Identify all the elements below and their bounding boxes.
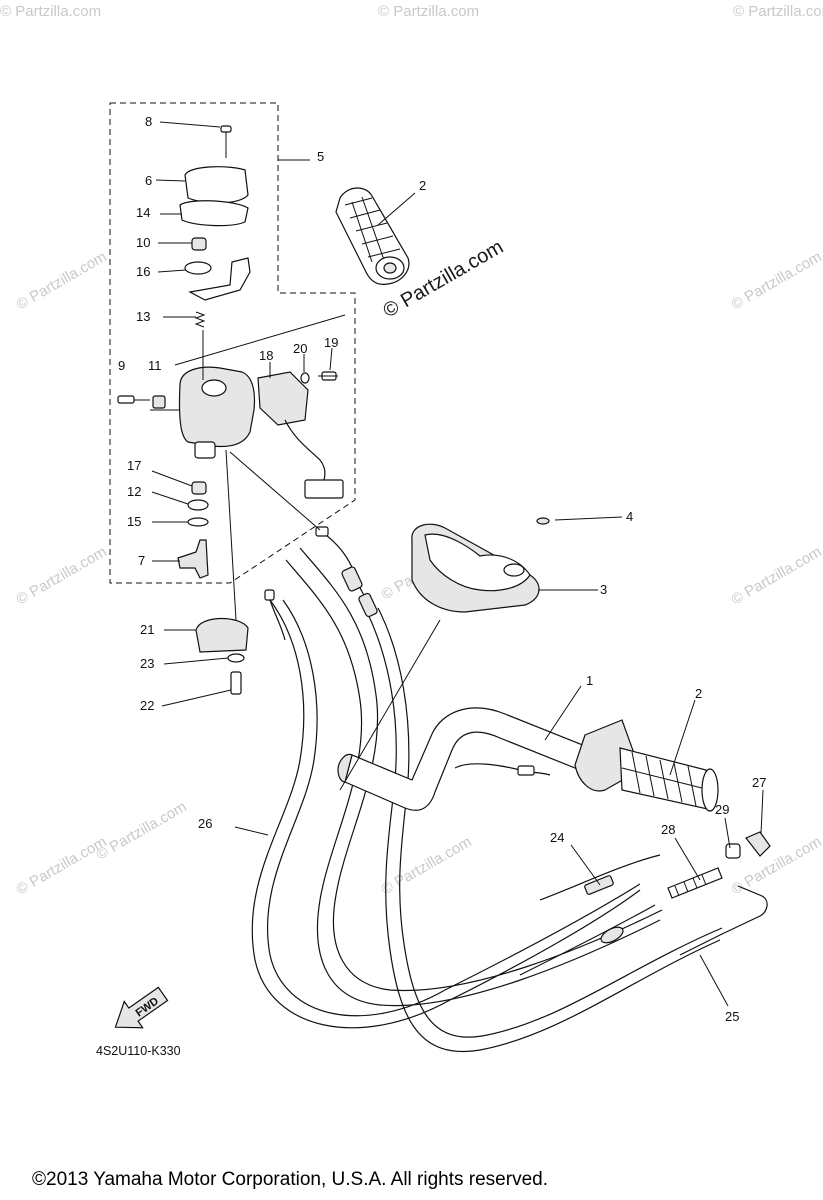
part-label: 19 xyxy=(324,335,338,350)
part-label: 10 xyxy=(136,235,150,250)
part-code: 4S2U110-K330 xyxy=(96,1044,181,1058)
watermark: © Partzilla.com xyxy=(14,248,110,313)
part-label: 22 xyxy=(140,698,154,713)
part-label: 14 xyxy=(136,205,150,220)
part-label: 25 xyxy=(725,1009,739,1024)
watermark: © Partzilla.com xyxy=(378,3,479,20)
part-label: 17 xyxy=(127,458,141,473)
part-label: 8 xyxy=(145,114,152,129)
watermark: © Partzilla.com xyxy=(0,3,101,20)
watermark: © Partzilla.com xyxy=(94,798,190,863)
copyright-notice: ©2013 Yamaha Motor Corporation, U.S.A. A… xyxy=(32,1169,548,1190)
part-label: 26 xyxy=(198,816,212,831)
part-number-labels: 8 5 6 2 14 10 16 13 20 19 18 9 11 17 12 … xyxy=(118,114,766,1024)
part-label: 6 xyxy=(145,173,152,188)
part-label: 24 xyxy=(550,830,564,845)
part-label: 21 xyxy=(140,622,154,637)
part-label: 16 xyxy=(136,264,150,279)
clip-part xyxy=(536,517,550,525)
part-label: 20 xyxy=(293,341,307,356)
part-label: 4 xyxy=(626,509,633,524)
right-grip-assembly xyxy=(574,719,719,812)
cable-parts xyxy=(519,831,771,976)
switch-cable xyxy=(264,526,378,641)
fwd-arrow: FWD xyxy=(114,986,169,1029)
handlebar-cover xyxy=(411,523,540,613)
part-label: 29 xyxy=(715,802,729,817)
part-label: 2 xyxy=(419,178,426,193)
throttle-cable-loops xyxy=(251,547,723,1052)
watermark: © Partzilla.com xyxy=(14,543,110,608)
part-label: 11 xyxy=(148,358,162,373)
part-label: 18 xyxy=(259,348,273,363)
watermark: © Partzilla.com xyxy=(729,833,823,898)
part-label: 3 xyxy=(600,582,607,597)
part-label: 27 xyxy=(752,775,766,790)
part-label: 13 xyxy=(136,309,150,324)
part-label: 9 xyxy=(118,358,125,373)
watermark: © Partzilla.com xyxy=(729,543,823,608)
part-label: 12 xyxy=(127,484,141,499)
part-label: 7 xyxy=(138,553,145,568)
handlebar xyxy=(337,707,591,811)
watermark: © Partzilla.com xyxy=(729,248,823,313)
part-label: 28 xyxy=(661,822,675,837)
part-label: 2 xyxy=(695,686,702,701)
watermark-group: © Partzilla.com © Partzilla.com © Partzi… xyxy=(0,3,823,898)
leader-lines xyxy=(150,121,764,1007)
part-label: 1 xyxy=(586,673,593,688)
part-label: 5 xyxy=(317,149,324,164)
watermark: © Partzilla.com xyxy=(14,833,110,898)
switch-parts xyxy=(117,125,344,695)
left-grip xyxy=(335,187,410,285)
part-label: 15 xyxy=(127,514,141,529)
watermark: © Partzilla.com xyxy=(379,833,475,898)
watermark: © Partzilla.com xyxy=(733,3,823,20)
part-label: 23 xyxy=(140,656,154,671)
switch-assembly-boundary xyxy=(109,102,356,584)
